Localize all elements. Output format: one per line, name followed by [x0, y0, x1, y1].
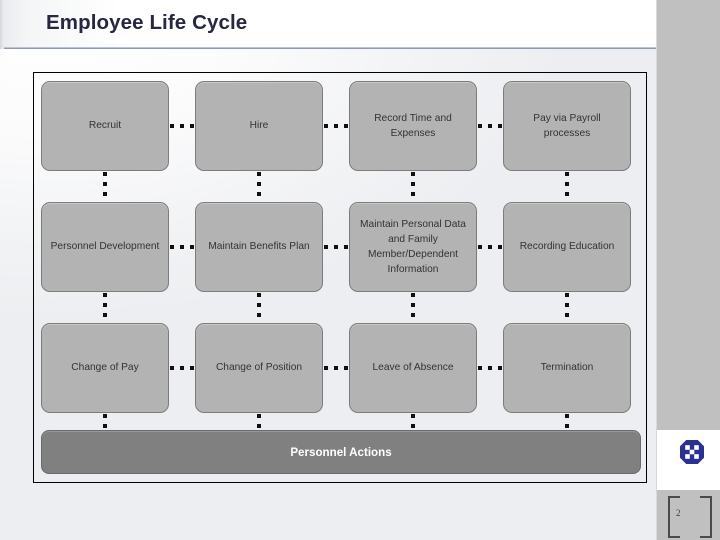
connector-benefits-to-personal-data [324, 245, 348, 249]
connector-leave-to-termination [478, 366, 502, 370]
blue-checker-icon[interactable] [679, 439, 705, 465]
node-maintain-benefits-plan[interactable]: Maintain Benefits Plan [195, 202, 323, 292]
title-left-edge-accent [0, 0, 4, 49]
connector-record-time-to-personal-data [411, 172, 415, 201]
node-termination[interactable]: Termination [503, 323, 631, 413]
connector-education-to-termination [565, 293, 569, 322]
node-personnel-development[interactable]: Personnel Development [41, 202, 169, 292]
page-number-bracket-right [700, 496, 712, 538]
connector-personal-data-to-education [478, 245, 502, 249]
page-title: Employee Life Cycle [46, 11, 248, 34]
connector-record-time-to-pay-payroll [478, 124, 502, 128]
page-number-widget: 2 [668, 496, 712, 538]
connector-pay-payroll-to-education [565, 172, 569, 201]
connector-leave-to-footer [411, 414, 415, 431]
node-label: Recruit [88, 120, 122, 132]
title-divider-upper [0, 47, 656, 48]
right-rail-upper [656, 0, 720, 430]
node-pay-via-payroll-processes[interactable]: Pay via Payroll processes [503, 81, 631, 171]
right-rail-seam [656, 0, 657, 540]
title-band: Employee Life Cycle [0, 0, 656, 47]
page-number-bracket-left [668, 496, 680, 538]
node-recording-education[interactable]: Recording Education [503, 202, 631, 292]
node-change-of-pay[interactable]: Change of Pay [41, 323, 169, 413]
connector-termination-to-footer [565, 414, 569, 431]
diagram-grid: Recruit Hire Record Time and Expenses Pa… [41, 81, 641, 431]
node-label: Change of Position [215, 362, 303, 374]
connector-change-pay-to-change-position [170, 366, 194, 370]
node-label: Pay via Payroll processes [533, 112, 601, 139]
right-rail-lower [656, 490, 720, 540]
connector-hire-to-benefits [257, 172, 261, 201]
node-label: Hire [249, 120, 269, 132]
page-number: 2 [676, 508, 681, 518]
node-hire[interactable]: Hire [195, 81, 323, 171]
node-label: Change of Pay [71, 362, 139, 374]
connector-personal-data-to-leave [411, 293, 415, 322]
connector-personnel-dev-to-change-pay [103, 293, 107, 322]
node-record-time-and-expenses[interactable]: Record Time and Expenses [349, 81, 477, 171]
node-label: Record Time and Expenses [374, 112, 452, 139]
connector-change-pay-to-footer [103, 414, 107, 431]
connector-recruit-to-personnel-dev [103, 172, 107, 201]
connector-hire-to-record-time [324, 124, 348, 128]
node-maintain-personal-data[interactable]: Maintain Personal Data and Family Member… [349, 202, 477, 292]
personnel-actions-label: Personnel Actions [290, 445, 392, 459]
connector-recruit-to-hire [170, 124, 194, 128]
node-label: Maintain Benefits Plan [208, 241, 310, 253]
connector-change-position-to-footer [257, 414, 261, 431]
personnel-actions-bar[interactable]: Personnel Actions [41, 430, 641, 474]
connector-change-position-to-leave [324, 366, 348, 370]
node-leave-of-absence[interactable]: Leave of Absence [349, 323, 477, 413]
node-label: Maintain Personal Data and Family Member… [360, 218, 466, 276]
node-label: Personnel Development [50, 241, 160, 253]
diagram-frame [33, 72, 647, 483]
title-divider-lower [0, 48, 656, 49]
connector-benefits-to-change-position [257, 293, 261, 322]
node-change-of-position[interactable]: Change of Position [195, 323, 323, 413]
node-label: Leave of Absence [372, 362, 454, 374]
node-label: Recording Education [519, 241, 615, 253]
node-recruit[interactable]: Recruit [41, 81, 169, 171]
node-label: Termination [540, 362, 594, 374]
connector-personnel-dev-to-benefits [170, 245, 194, 249]
